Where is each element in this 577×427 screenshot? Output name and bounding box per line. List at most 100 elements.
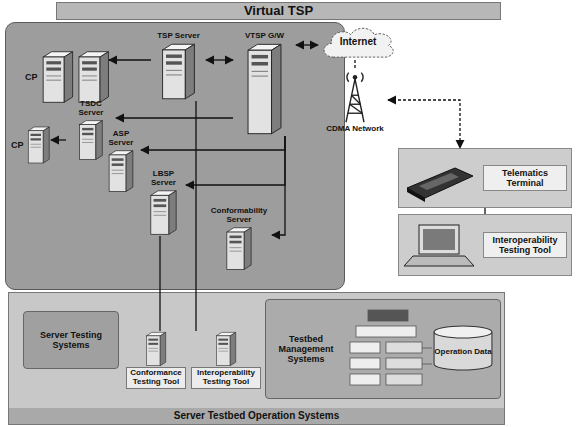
connector-line <box>116 117 233 118</box>
server-line <box>82 142 93 143</box>
server-line <box>82 139 93 140</box>
server-label: ASP Server <box>101 129 141 149</box>
server-slot <box>82 68 97 71</box>
connector-line <box>484 208 485 214</box>
mgmt-item <box>386 358 422 369</box>
server-node: TSDC Server <box>66 99 116 161</box>
device-label-box: Telematics Terminal <box>479 165 571 191</box>
server-part <box>80 125 96 160</box>
server-slot <box>82 61 97 64</box>
server-line <box>112 173 124 174</box>
server-line <box>30 144 40 145</box>
server-node: TSP Server <box>151 31 206 101</box>
server-label: LBSP Server <box>141 169 186 189</box>
server-line <box>218 351 228 352</box>
region-title: Virtual TSP <box>244 4 313 19</box>
connector-line <box>159 236 160 331</box>
server-slot <box>82 128 93 130</box>
antenna-icon <box>322 70 388 124</box>
server-slot <box>30 134 40 136</box>
laptop-base <box>404 256 474 266</box>
server-label: VTSP G/W <box>243 31 286 42</box>
server-part <box>64 52 72 103</box>
antenna-part <box>346 79 355 122</box>
antenna-part <box>348 113 362 114</box>
server-part <box>100 52 108 103</box>
tool-node: Interoperability Testing Tool <box>191 331 261 389</box>
mgmt-item <box>386 342 422 353</box>
server-part <box>272 44 281 133</box>
laptop-lid <box>419 225 459 254</box>
server-slot <box>252 55 268 59</box>
antenna-part <box>350 104 363 113</box>
mgmt-item <box>350 374 380 385</box>
server-icon-box <box>233 42 296 136</box>
server-part <box>28 131 43 163</box>
laptop-icon <box>399 215 479 275</box>
laptop-screen <box>423 229 455 250</box>
server-part <box>109 155 126 191</box>
connector-line <box>206 59 233 60</box>
server-part <box>216 336 230 366</box>
connector-line <box>186 136 285 185</box>
mgmt-item <box>386 374 422 385</box>
tool-label: Interoperability Testing Tool <box>191 367 261 389</box>
server-slot <box>82 133 93 135</box>
server-line <box>148 351 158 352</box>
device-icon-box <box>399 215 479 275</box>
connector-line <box>354 60 355 70</box>
server-line <box>46 80 61 81</box>
server-part <box>169 191 176 234</box>
tool-label: Conformance Testing Tool <box>126 367 186 389</box>
server-label: TSDC Server <box>66 99 116 119</box>
connector-line <box>141 136 285 150</box>
server-part <box>43 127 49 163</box>
cloud-shape <box>324 28 393 57</box>
server-label: CP <box>9 139 26 151</box>
server-part <box>160 332 166 365</box>
antenna-node: CDMA Network <box>322 70 388 135</box>
system-band: Server Testbed Operation Systems Server T… <box>8 292 505 425</box>
server-icon <box>66 119 116 161</box>
mgmt-item <box>422 364 432 365</box>
title-band: Virtual TSP <box>56 2 501 20</box>
server-slot <box>252 62 268 66</box>
server-label: CP <box>23 71 40 83</box>
server-line <box>112 170 124 171</box>
database-cylinder: Operation Data <box>432 324 494 372</box>
mgmt-heading-box: Testbed Management Systems <box>270 300 342 398</box>
data-label: Operation Data <box>432 340 493 357</box>
cylinder-top <box>434 326 492 338</box>
tool-icon <box>126 331 186 367</box>
server-slot <box>218 343 228 345</box>
server-slot <box>166 61 182 64</box>
antenna-part <box>361 73 363 82</box>
server-icon-box <box>26 121 51 169</box>
server-slot <box>166 54 182 57</box>
server-part <box>126 151 133 192</box>
device-label-box: Interoperability Testing Tool <box>479 232 571 258</box>
server-icon <box>141 189 186 236</box>
server-label: TSP Server <box>155 31 202 42</box>
server-line <box>46 75 61 76</box>
server-line <box>154 211 167 212</box>
terminal-icon <box>399 149 479 207</box>
antenna-part <box>351 95 360 104</box>
server-part <box>248 50 272 133</box>
band-title: Server Testbed Operation Systems <box>174 410 339 421</box>
system-box: Server Testing Systems <box>23 311 119 369</box>
server-slot <box>46 61 61 64</box>
tool-node: Conformance Testing Tool <box>126 331 186 389</box>
tool-icon-box <box>191 331 261 367</box>
connector-line <box>296 44 318 45</box>
device-label: Telematics Terminal <box>483 165 567 191</box>
device-label: Interoperability Testing Tool <box>483 232 567 258</box>
server-slot <box>112 158 124 161</box>
server-icon <box>26 121 51 169</box>
region-box: Virtual TSPCPTSP ServerVTSP G/WCPTSDC Se… <box>5 22 345 290</box>
server-slot <box>148 343 158 345</box>
gateway-icon <box>233 42 296 136</box>
server-line <box>229 251 241 252</box>
server-slot <box>218 339 228 341</box>
server-part <box>151 195 169 234</box>
